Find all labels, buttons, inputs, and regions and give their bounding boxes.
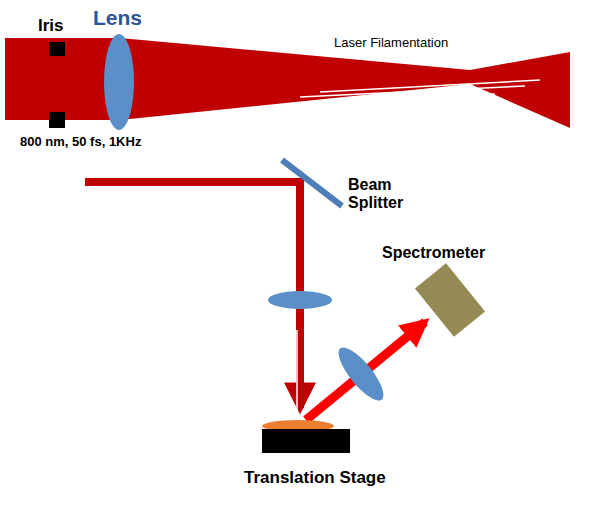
signal-beam [306,322,425,420]
beam-highlight [296,330,298,412]
laser-beam [85,178,304,186]
focusing-lens [104,34,134,130]
part-label: Translation Stage [244,468,386,488]
part-label: Spectrometer [382,244,485,262]
iris-blade [49,112,65,128]
part-label: Lens [93,6,142,30]
iris-blade [49,42,65,56]
beam-splitter [282,160,342,206]
collection-lens [332,341,391,406]
part-label: Beam Splitter [348,176,418,213]
filament-line [320,80,540,92]
part-label: Iris [38,16,64,36]
focusing-lens [268,291,332,309]
translation-stage [262,429,350,453]
process-label: Laser Filamentation [334,36,448,51]
laser-beam [5,38,570,128]
laser-parameters: 800 nm, 50 fs, 1KHz [20,135,141,150]
spectrometer-box [415,263,485,336]
